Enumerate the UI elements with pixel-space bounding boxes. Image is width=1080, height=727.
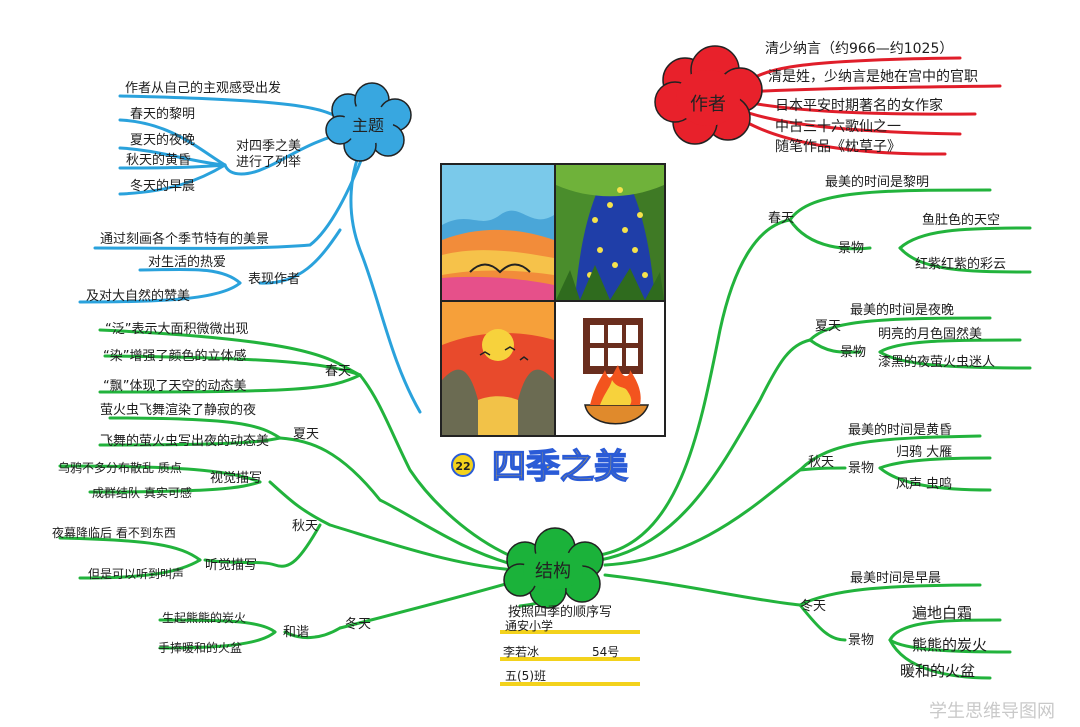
author-item: 中古三十六歌仙之一 bbox=[775, 119, 901, 135]
season-detail: 春天 最美的时间是黎明 景物 鱼肚色的天空 红紫红紫的彩云 夏天 最美的时间是夜… bbox=[768, 174, 1006, 680]
spring-scene: 红紫红紫的彩云 bbox=[915, 256, 1006, 272]
summer-scene-label: 景物 bbox=[840, 345, 866, 360]
highlight-line bbox=[500, 682, 640, 686]
author-node[interactable]: 作者 bbox=[654, 45, 763, 145]
theme-node[interactable]: 主题 bbox=[325, 82, 412, 162]
cloud-shape bbox=[654, 45, 763, 145]
theme-season: 秋天的黄昏 bbox=[126, 152, 191, 168]
writing-autumn-auditory-item: 但是可以听到叫声 bbox=[88, 567, 184, 581]
autumn-best: 最美的时间是黄昏 bbox=[848, 422, 952, 438]
cloud-shape bbox=[325, 82, 412, 162]
writing-spring-item: “染”增强了颜色的立体感 bbox=[103, 348, 246, 364]
spring-scene-label: 景物 bbox=[838, 241, 864, 256]
winter-scene: 遍地白霜 bbox=[912, 604, 972, 622]
writing-autumn-visual-label: 视觉描写 bbox=[210, 471, 262, 486]
summer-label: 夏天 bbox=[815, 319, 841, 334]
theme-season: 冬天的早晨 bbox=[130, 178, 195, 194]
structure-detail: 按照四季的顺序写 通安小学 李若冰 54号 五(5)班 bbox=[500, 604, 640, 686]
author-item: 清少纳言（约966—约1025） bbox=[765, 41, 953, 57]
autumn-label: 秋天 bbox=[808, 455, 834, 470]
autumn-painting bbox=[442, 302, 554, 435]
winter-scene-label: 景物 bbox=[848, 633, 874, 648]
watermark: 学生思维导图网 bbox=[929, 701, 1055, 722]
summer-scene: 明亮的月色固然美 bbox=[878, 326, 982, 342]
theme-group1-label: 对四季之美 bbox=[236, 139, 301, 154]
autumn-scene-label: 景物 bbox=[848, 461, 874, 476]
writing-autumn-auditory-label: 听觉描写 bbox=[205, 558, 257, 573]
writing-summer-label: 夏天 bbox=[293, 427, 319, 442]
structure-number: 54号 bbox=[592, 645, 619, 659]
theme-group2-item: 及对大自然的赞美 bbox=[86, 288, 190, 304]
writing-winter-item: 手捧暖和的火盆 bbox=[158, 640, 242, 655]
writing-winter-sub-label: 和谐 bbox=[283, 625, 309, 640]
center-title: 22 四季之美 bbox=[451, 446, 629, 488]
highlight-line bbox=[500, 657, 640, 661]
writing-detail: 春天 “泛”表示大面积微微出现 “染”增强了颜色的立体感 “飘”体现了天空的动态… bbox=[52, 322, 371, 655]
writing-autumn-auditory-item: 夜幕降临后 看不到东西 bbox=[52, 525, 176, 540]
structure-student: 李若冰 bbox=[503, 644, 539, 659]
writing-spring-item: “飘”体现了天空的动态美 bbox=[103, 378, 246, 394]
summer-scene: 漆黑的夜萤火虫迷人 bbox=[878, 354, 995, 370]
autumn-scene: 风声 虫鸣 bbox=[896, 476, 952, 492]
four-seasons-drawing bbox=[440, 163, 666, 437]
lesson-number: 22 bbox=[455, 460, 470, 473]
summer-best: 最美的时间是夜晚 bbox=[850, 302, 954, 318]
author-item: 清是姓，少纳言是她在宫中的官职 bbox=[768, 69, 978, 85]
writing-autumn-visual-item: 成群结队 真实可感 bbox=[92, 485, 192, 500]
summer-painting bbox=[556, 165, 664, 300]
winter-scene: 暖和的火盆 bbox=[900, 662, 975, 680]
writing-summer-item: 飞舞的萤火虫写出夜的动态美 bbox=[100, 433, 269, 449]
writing-autumn-visual-item: 乌鸦不多分布散乱 质点 bbox=[58, 460, 182, 475]
winter-label: 冬天 bbox=[800, 598, 826, 614]
author-items: 清少纳言（约966—约1025） 清是姓，少纳言是她在宫中的官职 日本平安时期著… bbox=[765, 41, 978, 155]
structure-order: 按照四季的顺序写 bbox=[508, 604, 612, 620]
writing-winter-item: 生起熊熊的炭火 bbox=[162, 610, 246, 625]
structure-node[interactable]: 结构 bbox=[503, 527, 604, 609]
theme-group2-item: 对生活的热爱 bbox=[148, 254, 226, 270]
writing-summer-item: 萤火虫飞舞渲染了静寂的夜 bbox=[100, 402, 256, 418]
writing-spring-item: “泛”表示大面积微微出现 bbox=[105, 322, 248, 337]
author-item: 日本平安时期著名的女作家 bbox=[775, 97, 943, 114]
author-item: 随笔作品《枕草子》 bbox=[775, 139, 901, 155]
winter-painting bbox=[556, 302, 664, 435]
structure-school: 通安小学 bbox=[505, 618, 553, 633]
winter-best: 最美时间是早晨 bbox=[850, 571, 941, 586]
writing-autumn-label: 秋天 bbox=[292, 519, 318, 534]
structure-class: 五(5)班 bbox=[505, 669, 546, 683]
highlight-line bbox=[500, 630, 640, 634]
theme-season: 夏天的夜晚 bbox=[130, 132, 195, 148]
structure-label: 结构 bbox=[535, 561, 571, 582]
theme-top: 作者从自己的主观感受出发 bbox=[125, 80, 281, 96]
winter-scene: 熊熊的炭火 bbox=[912, 636, 987, 654]
writing-winter-label: 冬天 bbox=[345, 616, 371, 632]
theme-items: 作者从自己的主观感受出发 春天的黎明 夏天的夜晚 秋天的黄昏 冬天的早晨 对四季… bbox=[86, 80, 301, 304]
theme-group1-label: 进行了列举 bbox=[236, 155, 301, 170]
spring-best: 最美的时间是黎明 bbox=[825, 174, 929, 190]
writing-spring-label: 春天 bbox=[325, 364, 351, 379]
theme-group2-label: 表现作者 bbox=[248, 272, 300, 287]
structure-branch-lines bbox=[58, 188, 1032, 680]
author-label: 作者 bbox=[690, 94, 726, 115]
theme-label: 主题 bbox=[352, 116, 384, 135]
page-title: 四季之美 bbox=[492, 447, 628, 487]
spring-label: 春天 bbox=[768, 211, 794, 226]
spring-painting bbox=[442, 165, 554, 300]
autumn-scene: 归鸦 大雁 bbox=[896, 444, 952, 460]
theme-middle: 通过刻画各个季节特有的美景 bbox=[100, 231, 269, 247]
spring-scene: 鱼肚色的天空 bbox=[922, 212, 1000, 228]
cloud-shape bbox=[503, 527, 604, 609]
theme-season: 春天的黎明 bbox=[130, 106, 195, 122]
